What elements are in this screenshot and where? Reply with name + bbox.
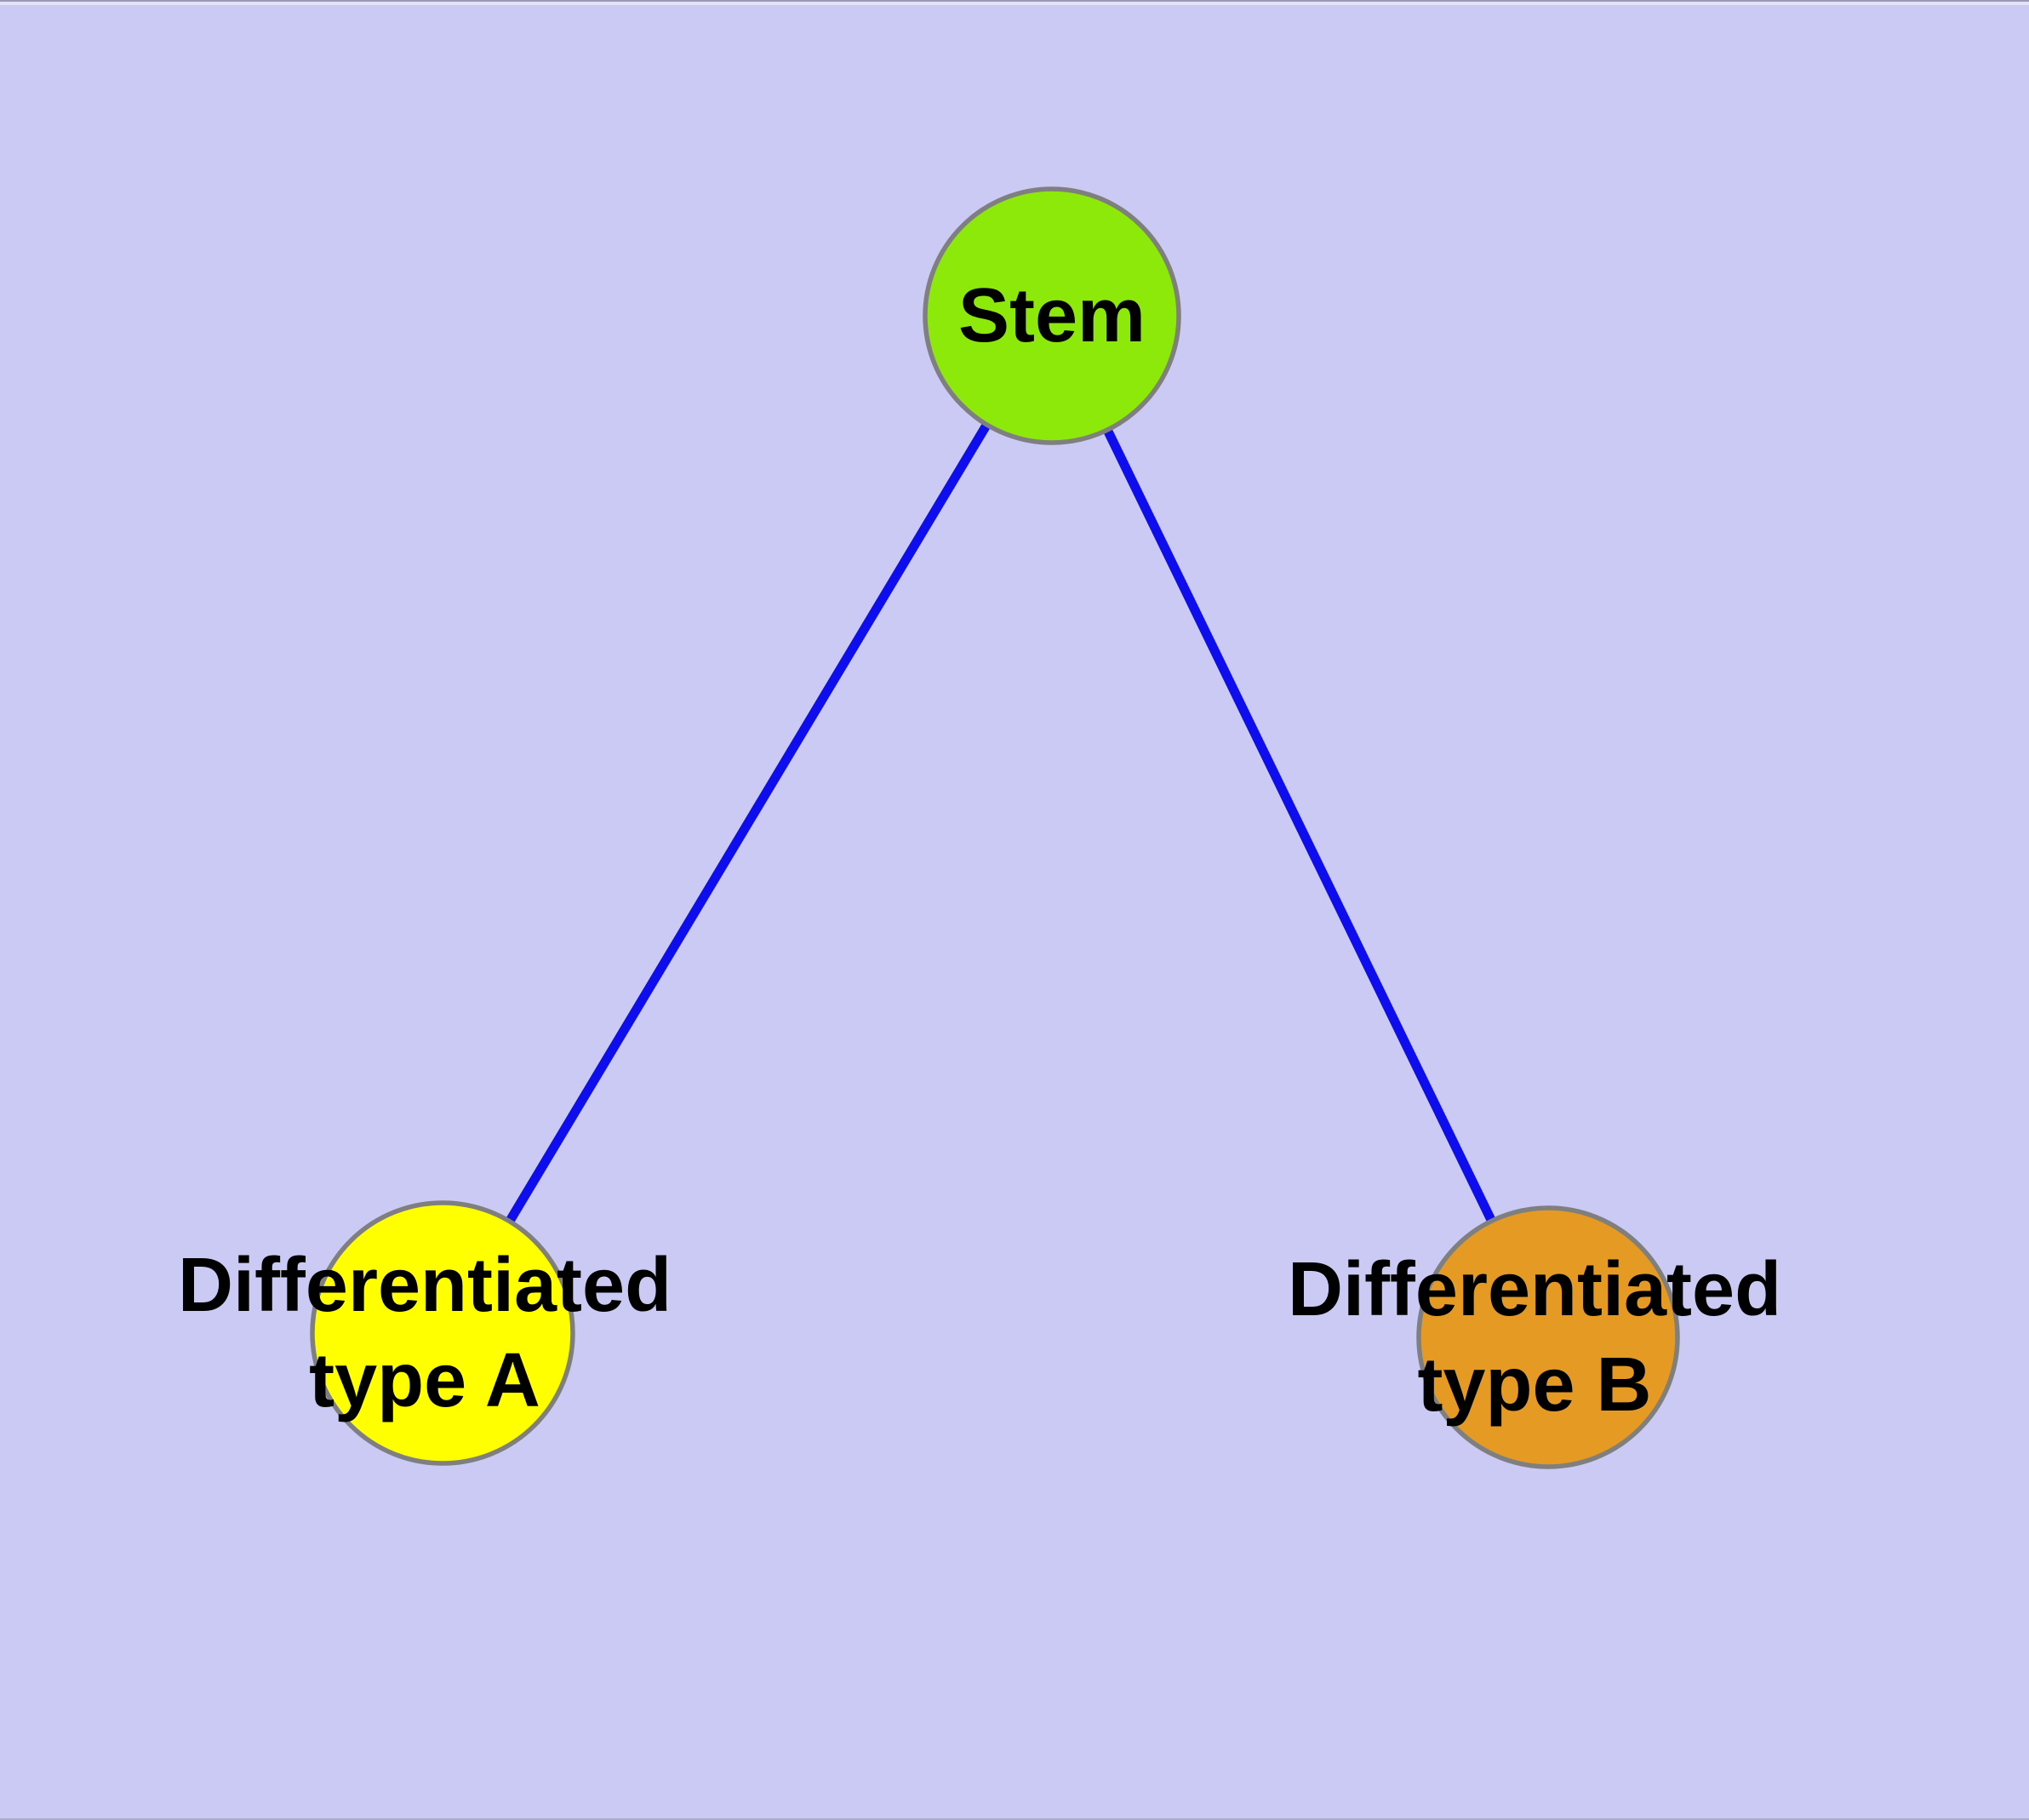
node-circle-typeB bbox=[1416, 1205, 1680, 1469]
node-label-typeB-line2: type B bbox=[1417, 1342, 1652, 1428]
node-label-typeA-line2: type A bbox=[309, 1338, 540, 1423]
edge-stem-to-typeA bbox=[438, 313, 1056, 1336]
screenshot-bottom-edge bbox=[0, 1818, 2029, 1820]
node-label-stem-text: Stem bbox=[957, 273, 1146, 358]
node-circle-typeA bbox=[310, 1200, 575, 1466]
node-label-typeA-line1: Differentiated bbox=[177, 1243, 672, 1328]
node-label-stem: Stem bbox=[958, 268, 1146, 363]
node-label-typeA: Differentiated type A bbox=[178, 1238, 672, 1428]
edge-stem-to-typeB bbox=[1048, 313, 1552, 1340]
node-label-typeB-line1: Differentiated bbox=[1287, 1247, 1782, 1332]
node-label-typeB: Differentiated type B bbox=[1288, 1242, 1781, 1433]
node-circle-stem bbox=[923, 186, 1181, 445]
screenshot-top-edge bbox=[0, 0, 2029, 5]
